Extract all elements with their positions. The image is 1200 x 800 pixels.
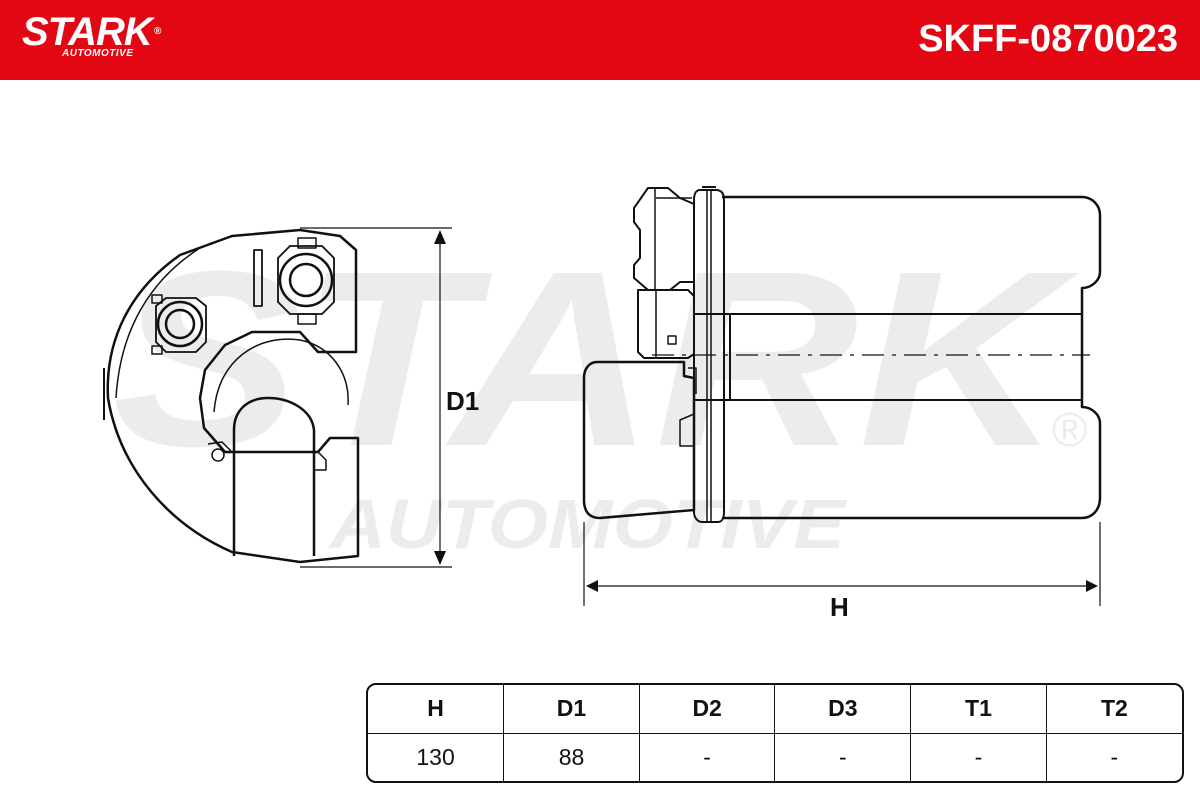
end-view	[103, 227, 452, 568]
end-view-housing	[106, 228, 360, 564]
watermark-sub: AUTOMOTIVE	[328, 485, 848, 563]
header-d2: D2	[638, 685, 775, 734]
brand-name: STARK	[22, 10, 153, 54]
bottom-cover	[582, 360, 696, 520]
brand-subtitle: AUTOMOTIVE	[62, 48, 134, 59]
filter-body	[722, 195, 1102, 520]
spec-table-header-row: H D1 D2 D3 T1 T2	[368, 685, 1182, 734]
dimension-d1-label: D1	[446, 386, 480, 416]
side-view	[582, 186, 1102, 606]
value-h: 130	[416, 743, 455, 770]
outlet-port	[278, 252, 334, 308]
value-d3: -	[774, 733, 911, 781]
spec-table-value-row: 130 88 - - - -	[368, 733, 1182, 781]
mid-connector	[637, 289, 695, 359]
header-h: H	[368, 685, 504, 734]
value-t2: -	[1045, 733, 1182, 781]
part-number: SKFF-0870023	[918, 18, 1178, 60]
dimension-h-label: H	[830, 592, 849, 622]
value-d2: -	[638, 733, 775, 781]
header-d1: D1	[503, 685, 640, 734]
header-t1: T1	[910, 685, 1047, 734]
value-d1: 88	[503, 733, 640, 781]
header-bar: STARK® AUTOMOTIVE SKFF-0870023	[0, 0, 1200, 80]
watermark-main: STARK	[112, 219, 1079, 498]
header-t2: T2	[1045, 685, 1182, 734]
spec-table: H D1 D2 D3 T1 T2 130 88 - - - -	[366, 683, 1184, 783]
watermark-registered: ®	[1052, 404, 1087, 457]
technical-drawing: STARK AUTOMOTIVE ®	[103, 186, 1102, 606]
watermark: STARK AUTOMOTIVE ®	[112, 219, 1087, 563]
inlet-port	[156, 300, 204, 348]
header-d3: D3	[774, 685, 911, 734]
registered-mark: ®	[153, 26, 161, 37]
value-t1: -	[910, 733, 1047, 781]
brand-logo: STARK® AUTOMOTIVE	[22, 12, 161, 59]
